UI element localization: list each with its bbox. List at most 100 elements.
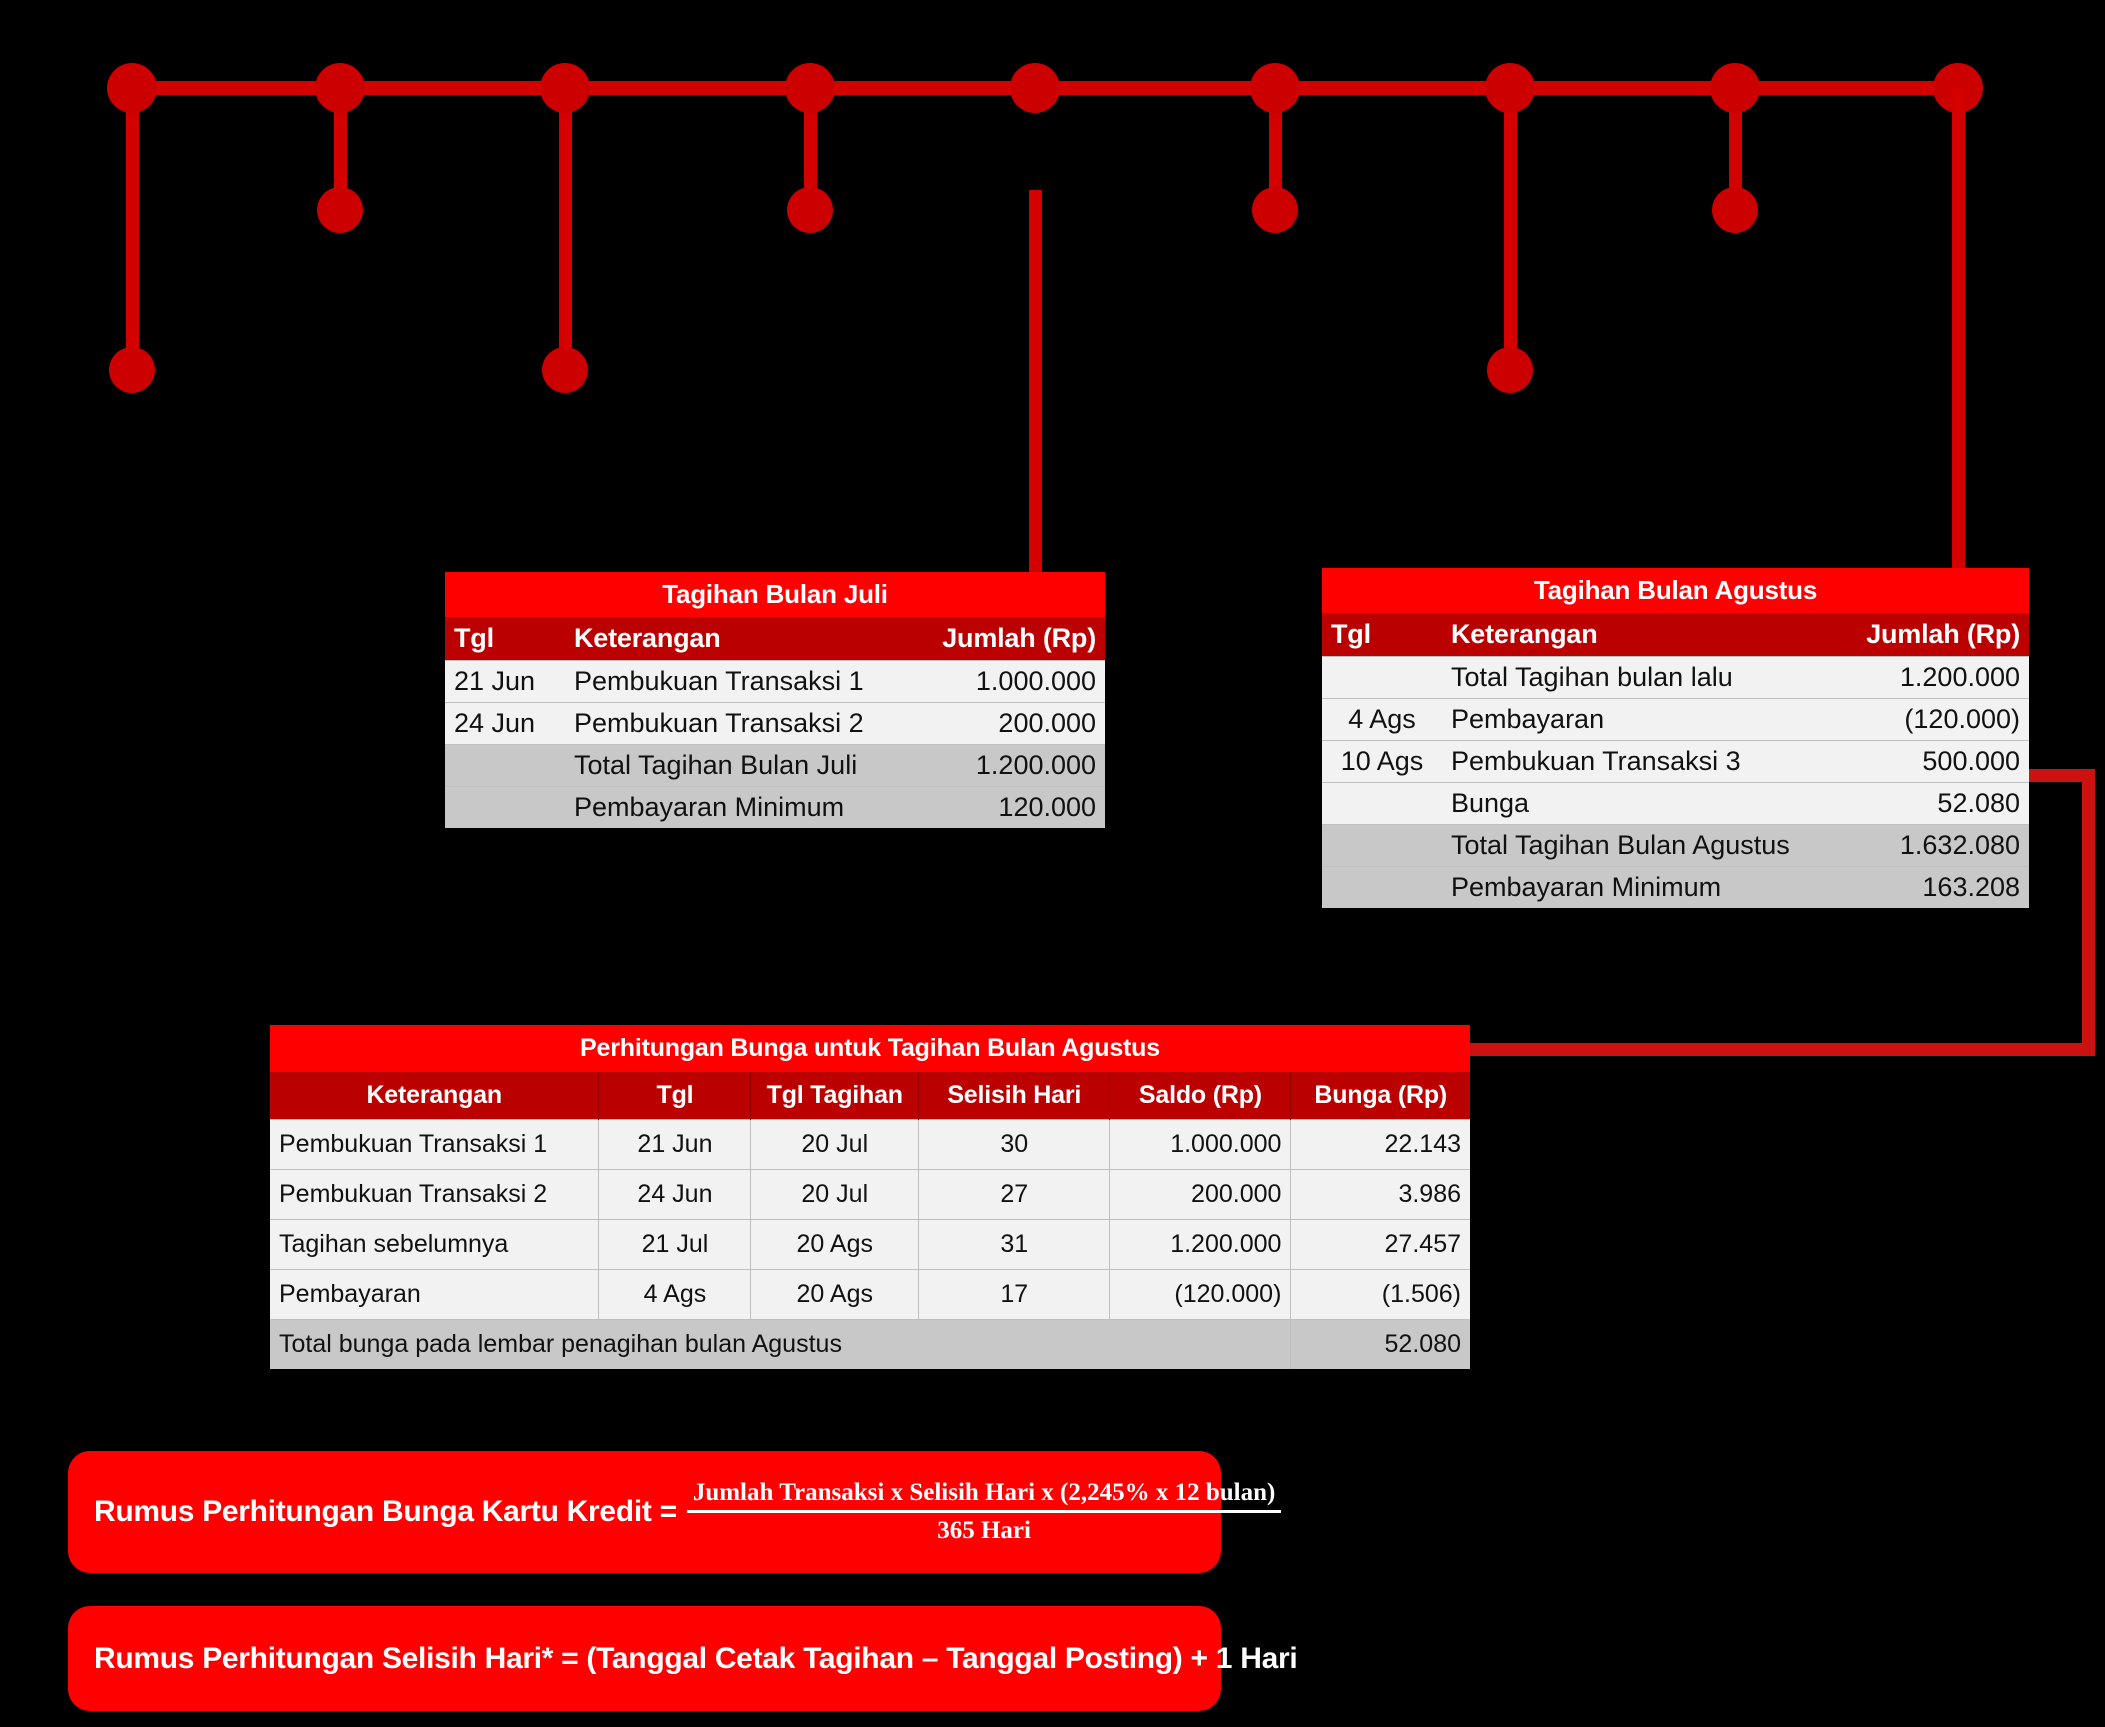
timeline-dot-1[interactable] (107, 63, 157, 113)
cell-tgl-tagihan: 20 Ags (750, 1269, 919, 1320)
table-title-row: Perhitungan Bunga untuk Tagihan Bulan Ag… (270, 1025, 1470, 1072)
cell-saldo: 1.000.000 (1109, 1119, 1291, 1170)
cell-jumlah: 1.200.000 (1827, 656, 2030, 699)
cell-tgl-tagihan: 20 Jul (750, 1119, 919, 1170)
cell-saldo: 1.200.000 (1109, 1219, 1291, 1270)
cell-tgl (445, 786, 565, 828)
cell-tgl (1322, 866, 1442, 908)
connector-agustus-elbow-vertical (2082, 769, 2095, 1056)
table-total-row: Total bunga pada lembar penagihan bulan … (270, 1319, 1470, 1369)
table-title-row: Tagihan Bulan Juli (445, 572, 1106, 617)
column-header-keterangan: Keterangan (1442, 613, 1827, 657)
table-row: Pembukuan Transaksi 2 24 Jun 20 Jul 27 2… (270, 1169, 1470, 1220)
formula-fraction-bunga: Jumlah Transaksi x Selisih Hari x (2,245… (686, 1479, 1282, 1545)
timeline-stem-6 (1269, 88, 1282, 210)
column-header-bunga: Bunga (Rp) (1290, 1072, 1470, 1120)
cell-tgl (1322, 782, 1442, 825)
cell-keterangan: Total Tagihan Bulan Juli (565, 744, 905, 787)
column-header-saldo: Saldo (Rp) (1109, 1072, 1291, 1120)
cell-tgl: 4 Ags (598, 1269, 751, 1320)
cell-tgl: 24 Jun (445, 702, 565, 745)
timeline-stem-2 (334, 88, 347, 210)
timeline-drop-dot-4[interactable] (787, 187, 833, 233)
column-header-tgl: Tgl (445, 617, 565, 661)
cell-tgl: 10 Ags (1322, 740, 1442, 783)
cell-jumlah: 120.000 (905, 786, 1106, 828)
cell-bunga: 27.457 (1290, 1219, 1470, 1270)
formula-denominator: 365 Hari (937, 1517, 1031, 1544)
cell-keterangan: Pembukuan Transaksi 1 (270, 1119, 599, 1170)
timeline-drop-dot-3[interactable] (542, 347, 588, 393)
table-row: 10 Ags Pembukuan Transaksi 3 500.000 (1322, 740, 2030, 783)
cell-jumlah: 500.000 (1827, 740, 2030, 783)
timeline-drop-dot-8[interactable] (1712, 187, 1758, 233)
cell-bunga: 3.986 (1290, 1169, 1470, 1220)
cell-keterangan: Pembayaran Minimum (565, 786, 905, 828)
timeline-drop-dot-1[interactable] (109, 347, 155, 393)
total-label: Total bunga pada lembar penagihan bulan … (270, 1319, 1291, 1369)
cell-keterangan: Pembukuan Transaksi 2 (270, 1169, 599, 1220)
cell-tgl: 21 Jun (445, 660, 565, 703)
timeline-drop-dot-7[interactable] (1487, 347, 1533, 393)
cell-bunga: (1.506) (1290, 1269, 1470, 1320)
table-row: Pembayaran 4 Ags 20 Ags 17 (120.000) (1.… (270, 1269, 1470, 1320)
table-row: Pembukuan Transaksi 1 21 Jun 20 Jul 30 1… (270, 1119, 1470, 1170)
table-title: Tagihan Bulan Agustus (1322, 568, 2030, 613)
connector-node9-to-agustus-table (1952, 88, 1965, 578)
cell-selisih-hari: 17 (918, 1269, 1110, 1320)
cell-tgl-tagihan: 20 Jul (750, 1169, 919, 1220)
column-header-tgl: Tgl (1322, 613, 1442, 657)
timeline-dot-2[interactable] (315, 63, 365, 113)
connector-node5-to-juli-table (1029, 190, 1042, 582)
cell-keterangan: Total Tagihan bulan lalu (1442, 656, 1827, 699)
column-header-jumlah: Jumlah (Rp) (1827, 613, 2030, 657)
timeline-dot-6[interactable] (1250, 63, 1300, 113)
cell-saldo: 200.000 (1109, 1169, 1291, 1220)
formula-numerator: Jumlah Transaksi x Selisih Hari x (2,245… (686, 1479, 1282, 1513)
timeline-stem-1 (126, 88, 139, 370)
timeline-drop-dot-2[interactable] (317, 187, 363, 233)
connector-agustus-elbow-horizontal-top (2028, 769, 2095, 782)
column-header-keterangan: Keterangan (565, 617, 905, 661)
timeline-dot-7[interactable] (1485, 63, 1535, 113)
table-perhitungan-bunga: Perhitungan Bunga untuk Tagihan Bulan Ag… (270, 1025, 1470, 1369)
cell-keterangan: Pembukuan Transaksi 2 (565, 702, 905, 745)
table-header-row: Tgl Keterangan Jumlah (Rp) (445, 617, 1106, 661)
cell-tgl (445, 744, 565, 787)
column-header-tgl: Tgl (598, 1072, 751, 1120)
cell-keterangan: Pembayaran (270, 1269, 599, 1320)
cell-bunga: 22.143 (1290, 1119, 1470, 1170)
total-value: 52.080 (1290, 1319, 1470, 1369)
timeline-dot-4[interactable] (785, 63, 835, 113)
cell-tgl: 21 Jul (598, 1219, 751, 1270)
table-row: Bunga 52.080 (1322, 782, 2030, 825)
column-header-selisih-hari: Selisih Hari (918, 1072, 1110, 1120)
cell-tgl: 21 Jun (598, 1119, 751, 1170)
table-tagihan-bulan-juli: Tagihan Bulan Juli Tgl Keterangan Jumlah… (445, 572, 1106, 828)
table-title: Tagihan Bulan Juli (445, 572, 1106, 617)
column-header-tgl-tagihan: Tgl Tagihan (750, 1072, 919, 1120)
cell-jumlah: 1.000.000 (905, 660, 1106, 703)
cell-tgl: 4 Ags (1322, 698, 1442, 741)
formula-card-bunga: Rumus Perhitungan Bunga Kartu Kredit = J… (68, 1451, 1282, 1573)
table-row: Total Tagihan Bulan Agustus 1.632.080 (1322, 824, 2030, 867)
timeline-dot-8[interactable] (1710, 63, 1760, 113)
table-header-row: Tgl Keterangan Jumlah (Rp) (1322, 613, 2030, 657)
cell-tgl (1322, 656, 1442, 699)
cell-jumlah: (120.000) (1827, 698, 2030, 741)
timeline-dot-5[interactable] (1010, 63, 1060, 113)
table-tagihan-bulan-agustus: Tagihan Bulan Agustus Tgl Keterangan Jum… (1322, 568, 2030, 908)
cell-tgl-tagihan: 20 Ags (750, 1219, 919, 1270)
table-row: 4 Ags Pembayaran (120.000) (1322, 698, 2030, 741)
column-header-keterangan: Keterangan (270, 1072, 599, 1120)
timeline-stem-3 (559, 88, 572, 370)
table-row: Tagihan sebelumnya 21 Jul 20 Ags 31 1.20… (270, 1219, 1470, 1270)
table-title: Perhitungan Bunga untuk Tagihan Bulan Ag… (270, 1025, 1470, 1072)
cell-tgl: 24 Jun (598, 1169, 751, 1220)
timeline-drop-dot-6[interactable] (1252, 187, 1298, 233)
formula-label-bunga: Rumus Perhitungan Bunga Kartu Kredit = (94, 1495, 677, 1528)
table-row: Total Tagihan Bulan Juli 1.200.000 (445, 744, 1106, 787)
timeline-dot-3[interactable] (540, 63, 590, 113)
cell-keterangan: Pembukuan Transaksi 3 (1442, 740, 1827, 783)
cell-jumlah: 52.080 (1827, 782, 2030, 825)
